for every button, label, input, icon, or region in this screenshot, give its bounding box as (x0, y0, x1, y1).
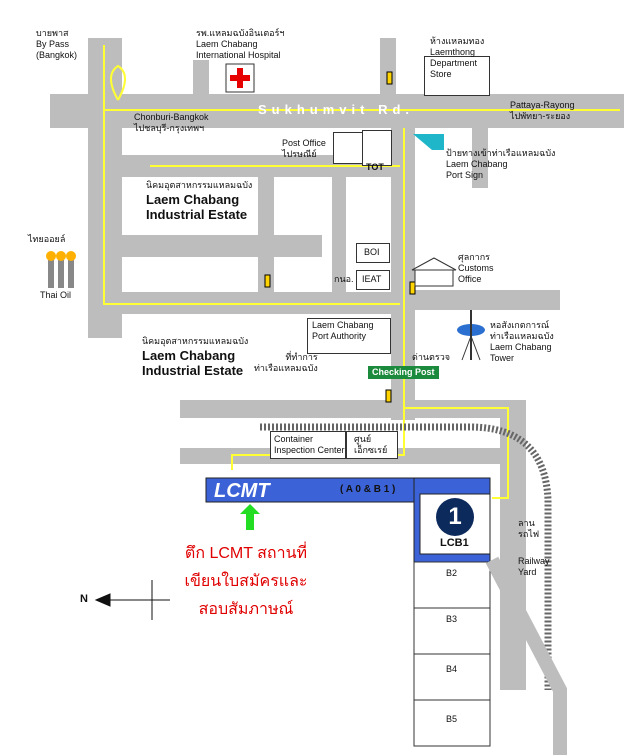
sukhumvit-label: Sukhumvit Rd. (258, 102, 415, 117)
port-authority-thai: ที่ทำการท่าเรือแหลมฉบัง (254, 352, 318, 373)
port-road-east (500, 400, 526, 690)
checkpoint-thai: ด่านตรวจ (412, 352, 451, 362)
port-sign-shape (413, 134, 444, 150)
ieat-label: IEAT (362, 274, 382, 284)
railway-label: ลานรถไฟ (518, 518, 540, 539)
route-lines (103, 45, 620, 499)
lcb1-logo-glyph: 1 (436, 498, 474, 536)
xray-label: ศูนย์เอ็กซเรย์ (354, 434, 388, 455)
block-b2: B2 (446, 568, 458, 578)
industrial-road-v1 (258, 175, 274, 295)
green-arrow (240, 504, 260, 530)
hospital-road (193, 60, 209, 94)
thai-oil-en: Thai Oil (40, 290, 72, 300)
industrial-north-line2: Industrial Estate (146, 207, 248, 222)
thai-oil-thai: ไทยออยล์ (28, 234, 66, 244)
block-b5: B5 (446, 714, 458, 724)
customs-link (472, 128, 488, 188)
lamthong-building (424, 56, 490, 96)
lcb1-label: LCB1 (440, 537, 469, 549)
xray-building (346, 431, 398, 459)
port-authority-building (307, 318, 391, 354)
industrial-south-line2: Industrial Estate (142, 363, 244, 378)
industrial-road-v2 (332, 175, 346, 295)
berths-label: ( A 0 & B 1 ) (340, 484, 396, 495)
container-center-building (270, 431, 346, 459)
tot-label: TOT (366, 162, 384, 172)
railway-track (260, 423, 552, 690)
thai-oil-icon (46, 251, 76, 288)
boi-label: BOI (364, 247, 380, 257)
industrial-north-line1: Laem Chabang (146, 192, 240, 207)
customs-icon (411, 257, 457, 271)
block-b4: B4 (446, 664, 458, 674)
lcmt-note: ตึก LCMT สถานที่เขียนใบสมัครและสอบสัมภาษ… (184, 545, 308, 618)
post-office-building (333, 132, 363, 164)
industrial-south-line1: Laem Chabang (142, 348, 236, 363)
industrial-south-thai: นิคมอุตสาหกรรมแหลมฉบัง (142, 336, 249, 346)
customs-road (415, 290, 560, 310)
industrial-north-thai: นิคมอุตสาหกรรมแหลมฉบัง (146, 180, 253, 190)
ieat-building (356, 270, 390, 290)
checking-post-badge: Checking Post (368, 366, 439, 379)
port-road (180, 400, 510, 418)
tower-icon (457, 310, 485, 361)
tot-building (362, 130, 392, 166)
north-label: N (80, 593, 88, 605)
boi-building (356, 243, 390, 263)
ieat-thai: กนอ. (334, 274, 354, 284)
traffic-lights (264, 71, 416, 403)
block-b3: B3 (446, 614, 458, 624)
lcmt-logo: LCMT (214, 480, 270, 502)
north-arrow (94, 580, 170, 620)
